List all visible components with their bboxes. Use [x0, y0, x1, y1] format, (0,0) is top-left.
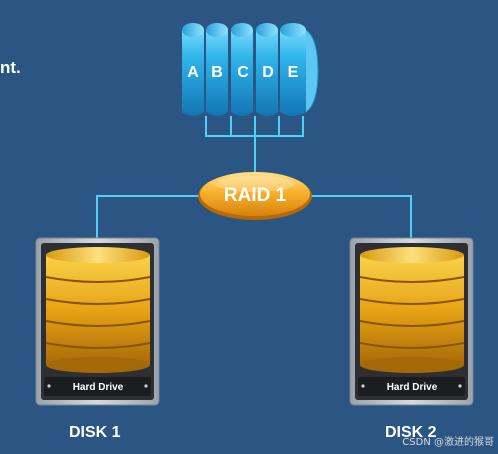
screw-icon [458, 384, 462, 388]
data-block-label: B [211, 64, 223, 81]
data-block-d [256, 23, 278, 116]
screw-icon [144, 384, 148, 388]
screw-icon [47, 384, 51, 388]
data-block-label: C [237, 64, 249, 81]
data-block-label: E [288, 64, 299, 81]
screw-icon [361, 384, 365, 388]
data-blocks-array: A B C D E [182, 23, 319, 116]
connector-lines [96, 116, 412, 240]
data-block-label: D [262, 64, 274, 81]
disk1-label: DISK 1 [69, 424, 121, 441]
disk1-connector [96, 195, 200, 240]
hard-drive-disk1: Hard Drive [35, 237, 160, 406]
platter-stack-icon [359, 247, 465, 373]
disk2-connector [310, 195, 412, 240]
platter-stack-icon [45, 247, 151, 373]
data-block-b [206, 23, 228, 116]
data-block-c [231, 23, 253, 116]
watermark-text: CSDN @激进的猴哥 [402, 437, 494, 448]
partial-heading-text: nt. [0, 58, 21, 77]
data-block-label: A [187, 64, 199, 81]
data-block-e [280, 23, 319, 116]
drive-plate-text: Hard Drive [387, 382, 438, 393]
hard-drive-disk2: Hard Drive [349, 237, 474, 406]
disk2-label: DISK 2 [385, 424, 437, 441]
drive-plate-text: Hard Drive [73, 382, 124, 393]
raid-badge: RAID 1 [198, 172, 312, 220]
raid-label: RAID 1 [224, 185, 287, 206]
data-block-a [182, 23, 204, 116]
